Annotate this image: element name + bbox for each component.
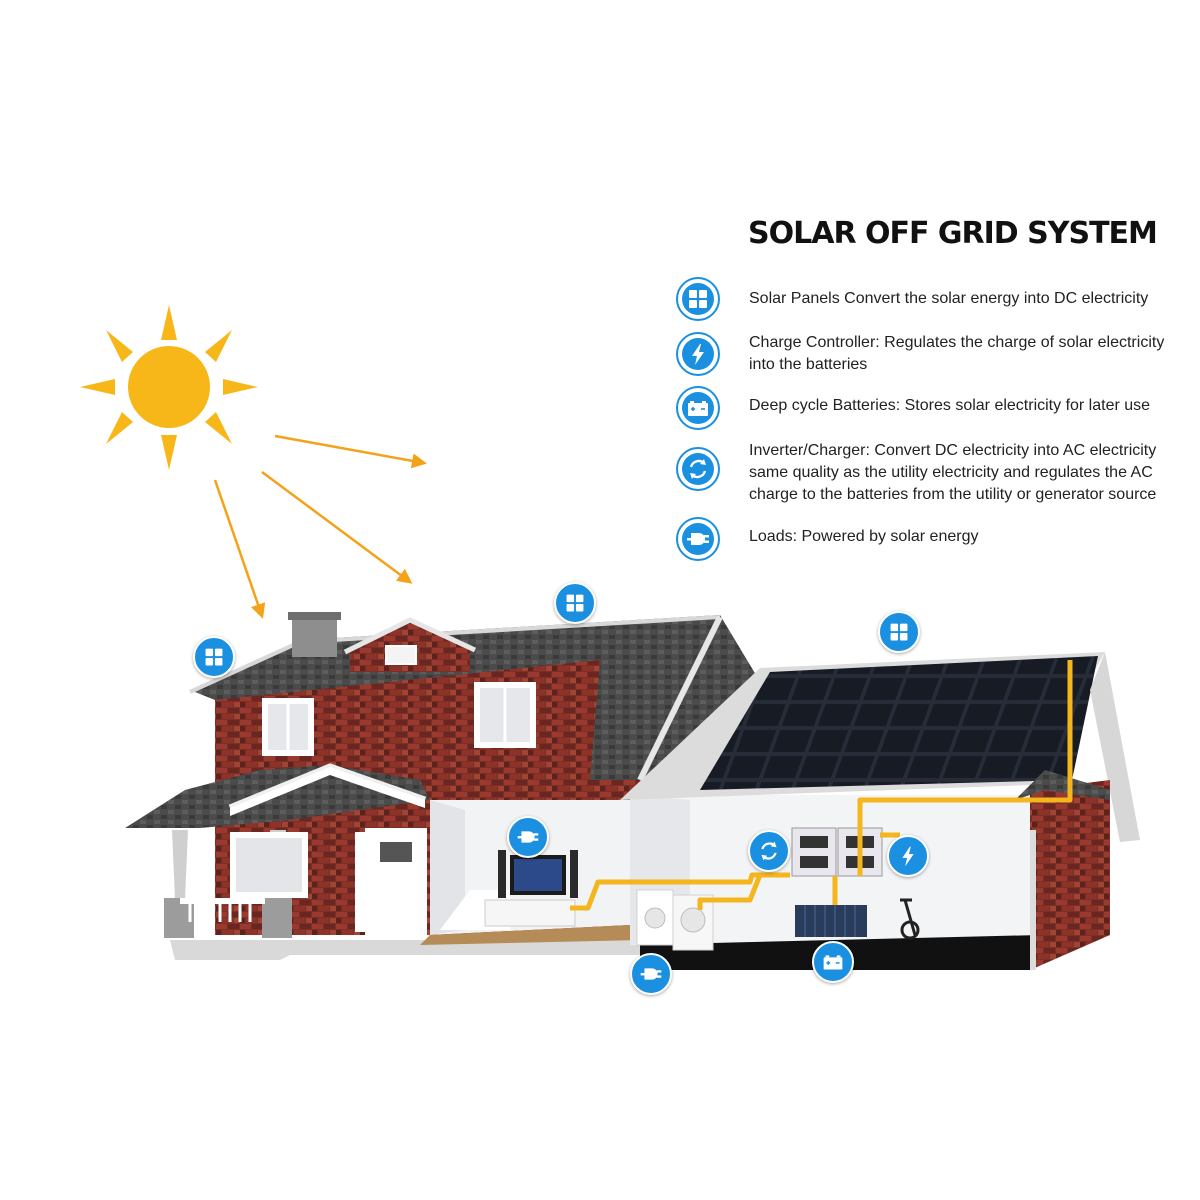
sun <box>80 305 258 470</box>
legend-text: Inverter/Charger: Convert DC electricity… <box>749 440 1156 506</box>
wiring <box>570 660 1073 911</box>
lightning-bolt-icon <box>887 835 929 877</box>
inverter-cycle-icon <box>676 447 720 491</box>
legend-text: Deep cycle Batteries: Stores solar elect… <box>749 395 1150 417</box>
legend-line: Solar Panels Convert the solar energy in… <box>749 290 1149 307</box>
legend-text: Solar Panels Convert the solar energy in… <box>749 288 1148 310</box>
legend-line: into the batteries <box>749 356 868 373</box>
legend-text: Charge Controller: Regulates the charge … <box>749 332 1164 376</box>
solar-panel-icon <box>193 636 235 678</box>
battery-icon <box>812 941 854 983</box>
legend-line: Charge Controller: Regulates the charge … <box>749 334 1165 351</box>
legend-line: charge to the batteries from the utility… <box>749 486 1157 503</box>
plug-icon <box>507 816 549 858</box>
lightning-bolt-icon <box>676 332 720 376</box>
solar-panel-icon <box>554 582 596 624</box>
legend-line: same quality as the utility electricity … <box>749 464 1153 481</box>
solar-panel-icon <box>878 611 920 653</box>
legend-text: Loads: Powered by solar energy <box>749 526 978 548</box>
plug-icon <box>676 517 720 561</box>
battery-icon <box>676 386 720 430</box>
legend-line: Inverter/Charger: Convert DC electricity… <box>749 442 1157 459</box>
page-title: SOLAR OFF GRID SYSTEM <box>748 216 1158 251</box>
house <box>125 612 1140 970</box>
sun-rays <box>213 434 427 619</box>
inverter-cycle-icon <box>748 830 790 872</box>
solar-panel-icon <box>676 277 720 321</box>
legend-line: Loads: Powered by solar energy <box>749 528 979 545</box>
legend-line: Deep cycle Batteries: Stores solar elect… <box>749 397 1151 414</box>
plug-icon <box>630 953 672 995</box>
